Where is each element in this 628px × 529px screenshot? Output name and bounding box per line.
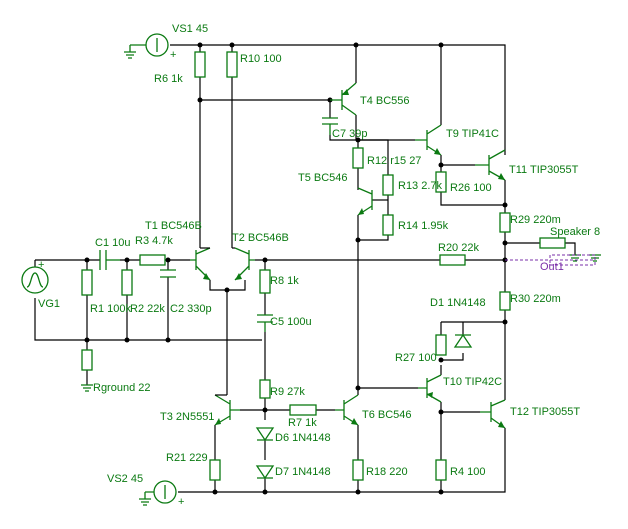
label-out1: Out1 bbox=[540, 261, 564, 273]
label-r14: R14 1.95k bbox=[398, 220, 449, 232]
resistor-r4 bbox=[435, 459, 447, 481]
capacitor-c2 bbox=[160, 269, 176, 278]
transistor-t11 bbox=[475, 149, 506, 181]
resistor-r10 bbox=[226, 51, 238, 78]
label-r2: R2 22k bbox=[130, 303, 165, 315]
label-r30: R30 220m bbox=[510, 293, 561, 305]
label-r13: R13 2.7k bbox=[398, 180, 443, 192]
label-r10: R10 100 bbox=[240, 53, 282, 65]
resistor-rground bbox=[81, 349, 93, 371]
capacitor-c1 bbox=[99, 250, 107, 270]
transistor-t6 bbox=[335, 394, 359, 426]
label-vg1-plus: + bbox=[38, 259, 44, 271]
label-vs1: VS1 45 bbox=[172, 23, 208, 35]
label-d7: D7 1N4148 bbox=[275, 466, 331, 478]
capacitors bbox=[99, 117, 338, 332]
resistors bbox=[81, 51, 511, 481]
label-speaker: Speaker 8 bbox=[550, 226, 600, 238]
resistor-r13 bbox=[382, 174, 394, 196]
diode-d7 bbox=[255, 465, 275, 480]
label-t4: T4 BC556 bbox=[360, 95, 410, 107]
transistor-t5 bbox=[357, 187, 373, 216]
resistor-r18 bbox=[352, 459, 364, 481]
diode-d1 bbox=[453, 333, 473, 348]
capacitor-c7 bbox=[322, 117, 338, 125]
label-r20: R20 22k bbox=[438, 242, 479, 254]
ground-rground bbox=[81, 384, 93, 392]
transistor-t12 bbox=[480, 399, 506, 429]
label-r1: R1 100k bbox=[90, 303, 131, 315]
resistor-r20 bbox=[439, 254, 466, 266]
junction-dots bbox=[84, 42, 508, 495]
supply-vs1 bbox=[124, 33, 169, 59]
transistor-t2 bbox=[232, 247, 255, 281]
transistor-t4 bbox=[330, 82, 357, 116]
label-r4: R4 100 bbox=[450, 466, 485, 478]
resistor-r14 bbox=[382, 214, 394, 236]
wires bbox=[34, 44, 576, 493]
label-c5: C5 100u bbox=[270, 316, 312, 328]
diodes bbox=[255, 333, 473, 480]
label-t9: T9 TIP41C bbox=[446, 128, 499, 140]
label-t6: T6 BC546 bbox=[362, 409, 412, 421]
transistor-t1 bbox=[190, 247, 211, 281]
label-r12: R12 r15 27 bbox=[367, 155, 421, 167]
label-d1: D1 1N4148 bbox=[430, 297, 486, 309]
resistor-r12 bbox=[352, 147, 364, 169]
label-r8: R8 1k bbox=[270, 275, 299, 287]
transistor-t9 bbox=[415, 124, 442, 156]
resistor-r29 bbox=[499, 212, 511, 233]
label-r6: R6 1k bbox=[154, 73, 183, 85]
sources bbox=[21, 33, 601, 506]
label-c7: C7 39p bbox=[332, 128, 367, 140]
resistor-r26 bbox=[435, 171, 447, 193]
resistor-r3 bbox=[139, 254, 166, 266]
label-r9: R9 27k bbox=[270, 386, 305, 398]
label-r3: R3 4.7k bbox=[135, 235, 173, 247]
transistor-t3 bbox=[214, 394, 240, 426]
label-r27: R27 100 bbox=[395, 352, 437, 364]
labels: VS1 45 + VS2 45 + + VG1 R1 100k R2 22k R… bbox=[38, 23, 600, 508]
label-vg1: VG1 bbox=[38, 298, 60, 310]
label-t10: T10 TIP42C bbox=[443, 376, 502, 388]
label-t5: T5 BC546 bbox=[298, 172, 348, 184]
label-r18: R18 220 bbox=[366, 466, 408, 478]
transistors bbox=[190, 82, 506, 429]
label-t1: T1 BC546B bbox=[145, 220, 202, 232]
resistor-r9 bbox=[259, 379, 271, 399]
label-r7: R7 1k bbox=[288, 417, 317, 429]
label-r29: R29 220m bbox=[510, 214, 561, 226]
speaker-load bbox=[539, 237, 601, 262]
resistor-r6 bbox=[194, 51, 206, 78]
diode-d6 bbox=[255, 427, 275, 442]
signal-source-vg1 bbox=[21, 266, 49, 294]
resistor-r7 bbox=[289, 404, 317, 416]
label-r26: R26 100 bbox=[450, 182, 492, 194]
label-c1: C1 10u bbox=[95, 237, 130, 249]
resistor-r1 bbox=[81, 269, 93, 296]
label-t3: T3 2N5551 bbox=[160, 411, 214, 423]
label-t12: T12 TIP3055T bbox=[510, 406, 580, 418]
label-vs2-minus: + bbox=[178, 496, 184, 508]
label-vs2: VS2 45 bbox=[107, 473, 143, 485]
resistor-r21 bbox=[209, 459, 221, 481]
label-c2: C2 330p bbox=[170, 303, 212, 315]
transistor-t10 bbox=[418, 374, 442, 403]
resistor-r30 bbox=[499, 291, 511, 311]
resistor-r8 bbox=[259, 269, 271, 294]
resistor-r27 bbox=[435, 334, 447, 356]
output-probe-out1 bbox=[505, 254, 596, 266]
label-rground: Rground 22 bbox=[93, 382, 151, 394]
label-t11: T11 TIP3055T bbox=[509, 164, 579, 176]
resistor-r2 bbox=[121, 269, 133, 296]
supply-vs2 bbox=[139, 480, 177, 506]
label-vs1-plus: + bbox=[170, 49, 176, 61]
label-r21: R21 229 bbox=[166, 452, 208, 464]
label-d6: D6 1N4148 bbox=[275, 432, 331, 444]
label-t2: T2 BC546B bbox=[232, 232, 289, 244]
